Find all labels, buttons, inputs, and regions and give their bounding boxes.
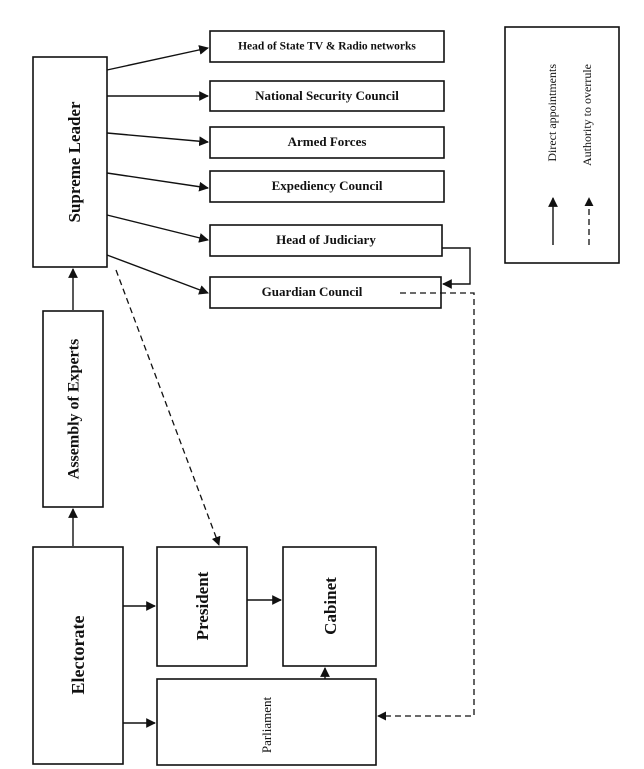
- head-state-tv-label: Head of State TV & Radio networks: [238, 41, 416, 53]
- head-of-judiciary-label: Head of Judiciary: [276, 232, 376, 247]
- head-of-judiciary-box: [209, 224, 443, 257]
- head-state-tv-box: [209, 30, 445, 63]
- assembly-of-experts-label: Assembly of Experts: [66, 339, 83, 479]
- parliament-label: Parliament: [259, 696, 274, 753]
- arrow-leader-to-judiciary: [106, 214, 209, 243]
- arrow-leader-to-guardian: [106, 254, 209, 295]
- electorate-label: Electorate: [68, 616, 88, 695]
- electorate-box: [32, 546, 124, 765]
- president-label: President: [193, 571, 212, 640]
- dashed-guardian-to-parliament: [377, 292, 475, 721]
- expediency-council-label: Expediency Council: [272, 178, 383, 193]
- arrow-leader-to-armed-forces: [106, 132, 209, 147]
- national-security-council-box: [209, 80, 445, 112]
- guardian-council-label: Guardian Council: [262, 284, 363, 299]
- legend-box: [504, 26, 620, 264]
- cabinet-box: [282, 546, 377, 667]
- arrow-judiciary-to-guardian: [442, 247, 471, 289]
- arrow-leader-to-state-tv: [106, 45, 209, 71]
- assembly-of-experts-box: [42, 310, 104, 508]
- supreme-leader-label: Supreme Leader: [65, 101, 84, 222]
- armed-forces-box: [209, 126, 445, 159]
- armed-forces-label: Armed Forces: [288, 134, 367, 149]
- president-box: [156, 546, 248, 667]
- supreme-leader-box: [32, 56, 108, 268]
- legend-overrule-label: Authority to overrule: [580, 64, 594, 166]
- national-security-council-label: National Security Council: [255, 88, 399, 103]
- arrow-leader-to-expediency: [106, 172, 209, 192]
- dashed-leader-to-president: [115, 269, 221, 546]
- legend-direct-label: Direct appointments: [545, 64, 559, 162]
- cabinet-label: Cabinet: [321, 577, 340, 635]
- expediency-council-box: [209, 170, 445, 203]
- parliament-box: [156, 678, 377, 766]
